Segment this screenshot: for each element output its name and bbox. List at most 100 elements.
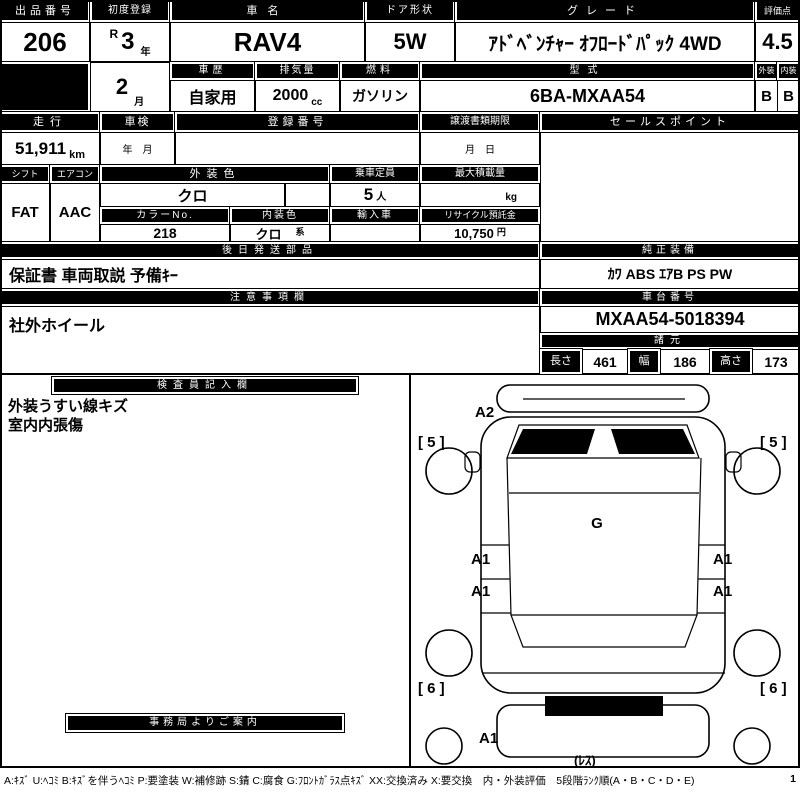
car-body bbox=[480, 416, 726, 694]
fuel-value: ガソリン bbox=[340, 80, 420, 112]
sales-point-cell bbox=[540, 132, 800, 242]
mileage-unit: km bbox=[69, 149, 85, 161]
grade-value: ｱﾄﾞﾍﾞﾝﾁｬｰ ｵﾌﾛｰﾄﾞﾊﾟｯｸ 4WD bbox=[455, 22, 755, 62]
registration-month: 2 bbox=[115, 74, 129, 99]
accessory-circle bbox=[733, 727, 771, 765]
capacity-header: 乗車定員 bbox=[330, 165, 420, 183]
length-label: 長さ bbox=[540, 349, 582, 374]
capacity-value: 5 bbox=[363, 185, 374, 204]
front-bumper bbox=[496, 384, 710, 413]
spare-tire-circle bbox=[425, 727, 463, 765]
capacity-unit: 人 bbox=[376, 192, 387, 203]
shift-value: FAT bbox=[0, 183, 50, 242]
displacement-cell: 2000 cc bbox=[255, 80, 340, 112]
interior-color-unit: 系 bbox=[295, 227, 305, 237]
exterior-color-value: クロ bbox=[100, 183, 285, 207]
import-cell bbox=[330, 224, 420, 242]
color-no-header: カラーNo. bbox=[100, 207, 230, 224]
spec-header: 諸元 bbox=[540, 333, 800, 349]
lot-number-value: 206 bbox=[0, 22, 90, 62]
mark-six-left: [ 6 ] bbox=[418, 680, 445, 697]
transfer-deadline-header: 譲渡書類期限 bbox=[420, 112, 540, 132]
interior-color-value: クロ bbox=[255, 226, 282, 242]
door-shape-value: 5W bbox=[365, 22, 455, 62]
mileage-value: 51,911 bbox=[15, 138, 67, 158]
wheel-front-right bbox=[733, 447, 781, 495]
office-info-header: 事務局よりご案内 bbox=[66, 714, 344, 732]
car-name-header: 車名 bbox=[170, 0, 365, 22]
mark-a1-rear-left: A1 bbox=[471, 583, 490, 600]
door-shape-header: ドア形状 bbox=[365, 0, 455, 22]
model-code-value: 6BA-MXAA54 bbox=[420, 80, 755, 112]
transfer-deadline-cell: 月 日 bbox=[420, 132, 540, 165]
inspector-panel bbox=[0, 374, 410, 768]
mark-g: G bbox=[591, 515, 603, 532]
inspection-cell: 年 月 bbox=[100, 132, 175, 165]
mileage-cell: 51,911 km bbox=[0, 132, 100, 165]
mark-a2: A2 bbox=[475, 404, 494, 421]
mark-a1-rear-right: A1 bbox=[713, 583, 732, 600]
legend-row: A:ｷｽﾞ U:ﾍｺﾐ B:ｷｽﾞを伴うﾍｺﾐ P:要塗装 W:補修跡 S:錆 … bbox=[4, 773, 796, 788]
legend-text: A:ｷｽﾞ U:ﾍｺﾐ B:ｷｽﾞを伴うﾍｺﾐ P:要塗装 W:補修跡 S:錆 … bbox=[4, 775, 695, 787]
cabin-line-right bbox=[696, 457, 702, 616]
registration-year: 3 bbox=[121, 28, 135, 55]
car-history-header: 車歴 bbox=[170, 62, 255, 80]
chassis-no-header: 車台番号 bbox=[540, 289, 800, 306]
windshield bbox=[506, 424, 700, 459]
wheel-rear-right bbox=[733, 629, 781, 677]
grade-header: グレード bbox=[455, 0, 755, 22]
score-value: 4.5 bbox=[755, 22, 800, 62]
width-label: 幅 bbox=[628, 349, 660, 374]
exterior-grade-value: B bbox=[755, 80, 778, 112]
max-load-cell: kg bbox=[420, 183, 540, 207]
height-value: 173 bbox=[752, 349, 800, 374]
later-parts-header: 後日発送部品 bbox=[0, 242, 540, 259]
shift-header: シフト bbox=[0, 165, 50, 183]
mark-five-left: [ 5 ] bbox=[418, 434, 445, 451]
inspector-note-2: 室内内張傷 bbox=[8, 417, 84, 434]
interior-color-cell: クロ 系 bbox=[230, 224, 330, 242]
interior-grade-value: B bbox=[777, 80, 800, 112]
mark-less: (ﾚｽ) bbox=[574, 753, 596, 767]
aircon-value: AAC bbox=[50, 183, 100, 242]
caution-header: 注意事項欄 bbox=[0, 289, 540, 306]
mark-a1-front-right: A1 bbox=[713, 551, 732, 568]
mark-a1-front-left: A1 bbox=[471, 551, 490, 568]
exterior-color-header: 外装色 bbox=[100, 165, 330, 183]
car-history-value: 自家用 bbox=[170, 80, 255, 112]
month-unit: 月 bbox=[134, 97, 145, 108]
year-unit: 年 bbox=[140, 47, 151, 58]
era-letter: R bbox=[109, 27, 119, 41]
mark-a1-back: A1 bbox=[479, 730, 498, 747]
chassis-no-value: MXAA54-5018394 bbox=[540, 306, 800, 333]
first-registration-header: 初度登録 bbox=[90, 0, 170, 22]
exterior-color-code-cell bbox=[285, 183, 330, 207]
exterior-grade-header: 外装 bbox=[755, 62, 778, 80]
displacement-value: 2000 bbox=[272, 87, 309, 104]
oem-equipment-value: ｶﾜ ABS ｴｱB PS PW bbox=[540, 259, 800, 289]
cabin-line-left bbox=[506, 457, 512, 616]
oem-equipment-header: 純正装備 bbox=[540, 242, 800, 259]
interior-grade-header: 内装 bbox=[777, 62, 800, 80]
lot-filler-cell bbox=[0, 62, 90, 112]
capacity-cell: 5 人 bbox=[330, 183, 420, 207]
wheel-rear-left bbox=[425, 629, 473, 677]
car-diagram: A2 [ 5 ] [ 5 ] G A1 A1 A1 A1 [ 6 ] [ 6 ]… bbox=[418, 384, 787, 767]
first-registration-year-cell: R 3 年 bbox=[90, 22, 170, 62]
page-number: 1 bbox=[790, 773, 796, 785]
recycle-deposit-cell: 10,750 円 bbox=[420, 224, 540, 242]
windshield-mark-right bbox=[611, 429, 695, 454]
color-no-value: 218 bbox=[100, 224, 230, 242]
width-value: 186 bbox=[660, 349, 710, 374]
rear-window bbox=[510, 614, 698, 648]
displacement-header: 排気量 bbox=[255, 62, 340, 80]
aircon-header: エアコン bbox=[50, 165, 100, 183]
lot-number-header: 出品番号 bbox=[0, 0, 90, 22]
inspector-header: 検査員記入欄 bbox=[52, 377, 358, 394]
interior-color-header: 内装色 bbox=[230, 207, 330, 224]
score-header: 評価点 bbox=[755, 0, 800, 22]
mark-five-right: [ 5 ] bbox=[760, 434, 787, 451]
car-name-value: RAV4 bbox=[170, 22, 365, 62]
fuel-header: 燃料 bbox=[340, 62, 420, 80]
